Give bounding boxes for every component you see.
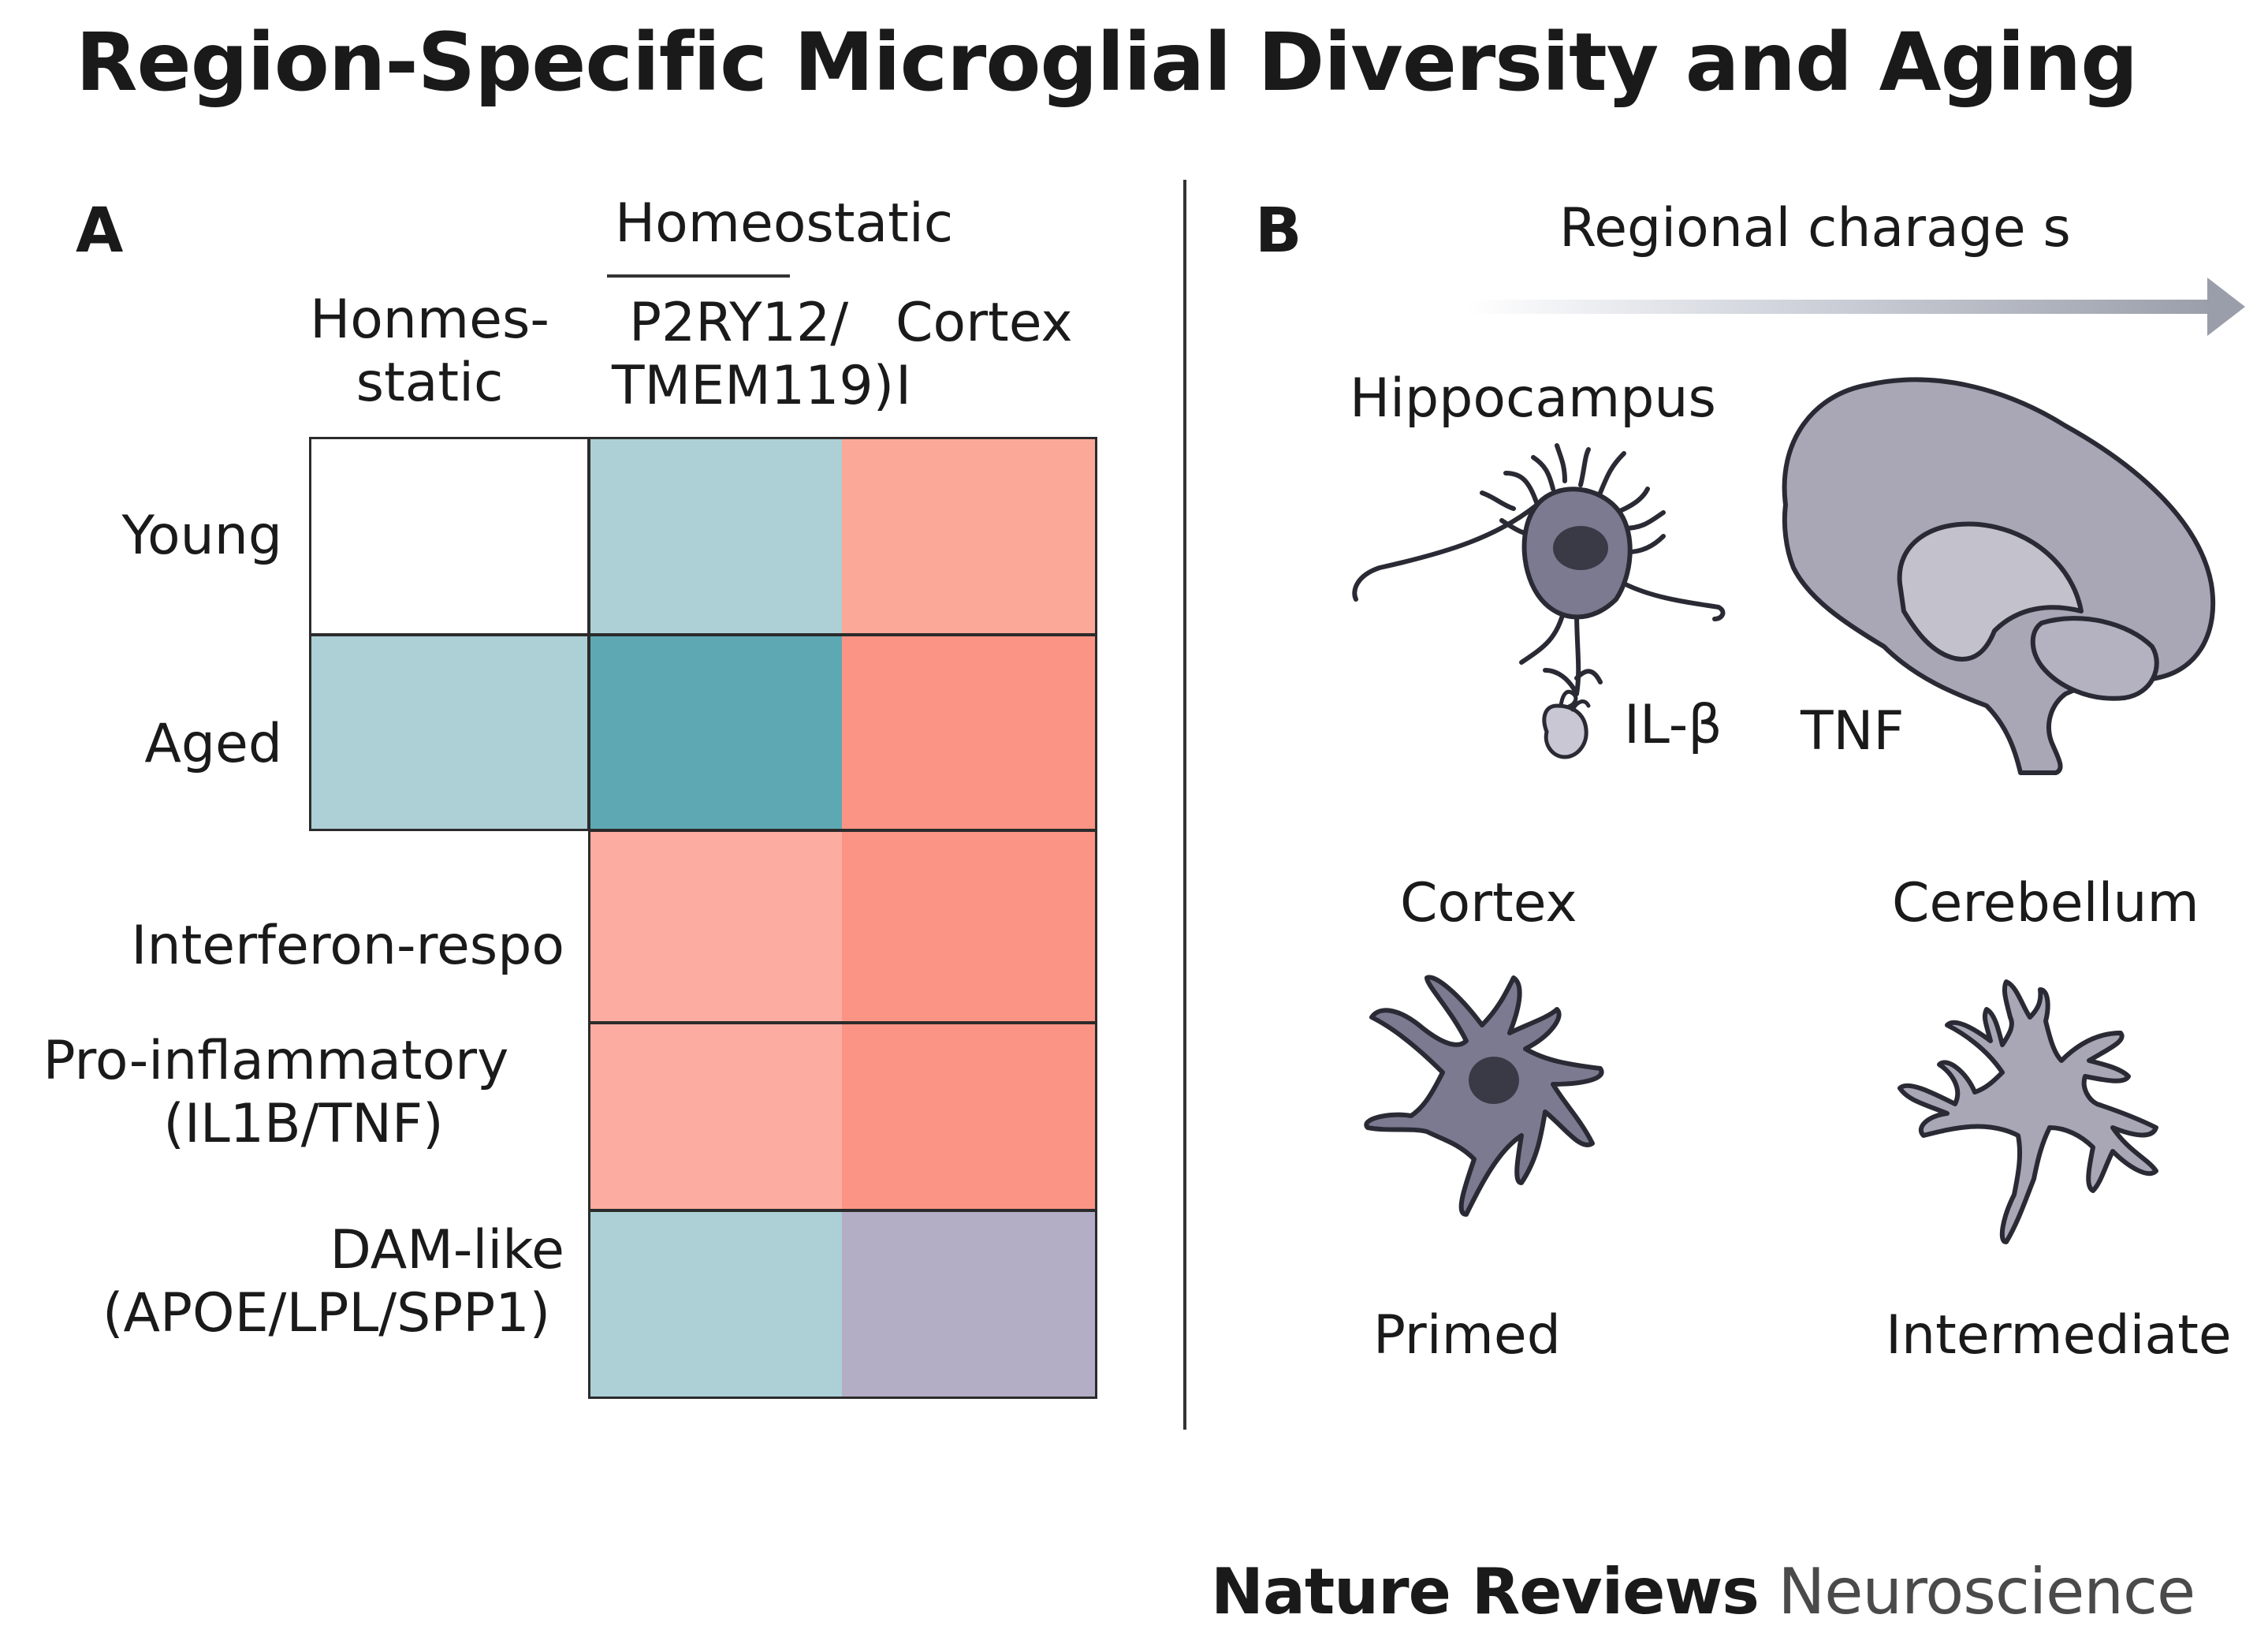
il-beta-label: IL-β (1624, 694, 1722, 756)
row-label-line: Pro-inflammatory (43, 1030, 509, 1092)
column-header-line: Cortex (896, 292, 1073, 354)
row-label-young: Young (121, 505, 282, 567)
header-underline (607, 274, 790, 278)
heatmap-cell-young-honmeostatic (309, 437, 590, 636)
heatmap-cell-dam-cortex (842, 1210, 1097, 1399)
heatmap-cell-aged-honmeostatic (309, 634, 590, 831)
row-label-line: DAM-like (330, 1219, 564, 1281)
brand-normal: Neuroscience (1778, 1555, 2195, 1628)
hippocampus-label: Hippocampus (1350, 367, 1716, 430)
column-header-line: TMEM119) (612, 355, 895, 418)
cortex-microglia-icon (1364, 975, 1604, 1217)
row-label-interferon: Interferon-respo (131, 915, 564, 977)
row-label-proinflammatory: Pro-inflammatory (IL1B/TNF) (16, 1030, 536, 1156)
cortex-label: Cortex (1400, 872, 1577, 934)
homeostatic-group-header: Homeostatic (615, 192, 954, 255)
heatmap-cell-young-p2ry12 (588, 437, 844, 636)
heatmap-cell-aged-p2ry12 (588, 634, 844, 831)
column-header-line: Honmes- (310, 289, 549, 351)
regional-change-arrow (1466, 278, 2245, 336)
heatmap-cell-proinflammatory-cortex (842, 1022, 1097, 1211)
column-header-line: static (356, 352, 504, 415)
column-header-line: P2RY12/ (629, 292, 849, 354)
row-label-dam: DAM-like (APOE/LPL/SPP1) (102, 1219, 575, 1345)
cerebellum-label: Cerebellum (1892, 872, 2199, 934)
brain-sagittal-icon (1782, 377, 2216, 775)
hippocampus-microglia-icon (1352, 443, 1726, 696)
heatmap-cell-young-cortex (842, 437, 1097, 636)
heatmap-cell-interferon-cortex (842, 830, 1097, 1024)
cerebellum-microglia-icon (1897, 979, 2158, 1244)
heatmap-cell-interferon-p2ry12 (588, 830, 844, 1024)
intermediate-label: Intermediate (1886, 1304, 2232, 1367)
heatmap-cell-proinflammatory-p2ry12 (588, 1022, 844, 1211)
panel-a-letter: A (76, 196, 124, 267)
heatmap-cell-dam-p2ry12 (588, 1210, 844, 1399)
panel-b-letter: B (1255, 196, 1302, 267)
brand-bold: Nature Reviews (1211, 1555, 1760, 1628)
row-label-line: (APOE/LPL/SPP1) (102, 1282, 551, 1345)
journal-brand: Nature Reviews Neuroscience (1211, 1555, 2195, 1628)
regional-changes-label: Regional charage s (1559, 197, 2071, 259)
column-header-honmeostatic: Honmes- static (284, 289, 575, 415)
figure-title: Region-Specific Microglial Diversity and… (76, 16, 2138, 110)
primed-label: Primed (1373, 1304, 1561, 1367)
panel-divider (1183, 180, 1186, 1430)
row-label-aged: Aged (144, 713, 282, 775)
tnf-label: TNF (1801, 700, 1905, 763)
cytokine-icon (1542, 689, 1591, 759)
column-header-cortex: Cortex I (896, 292, 1073, 418)
row-label-line: (IL1B/TNF) (163, 1093, 444, 1156)
column-header-p2ry12: P2RY12/ TMEM119) (612, 292, 894, 418)
column-header-line: I (896, 355, 912, 418)
